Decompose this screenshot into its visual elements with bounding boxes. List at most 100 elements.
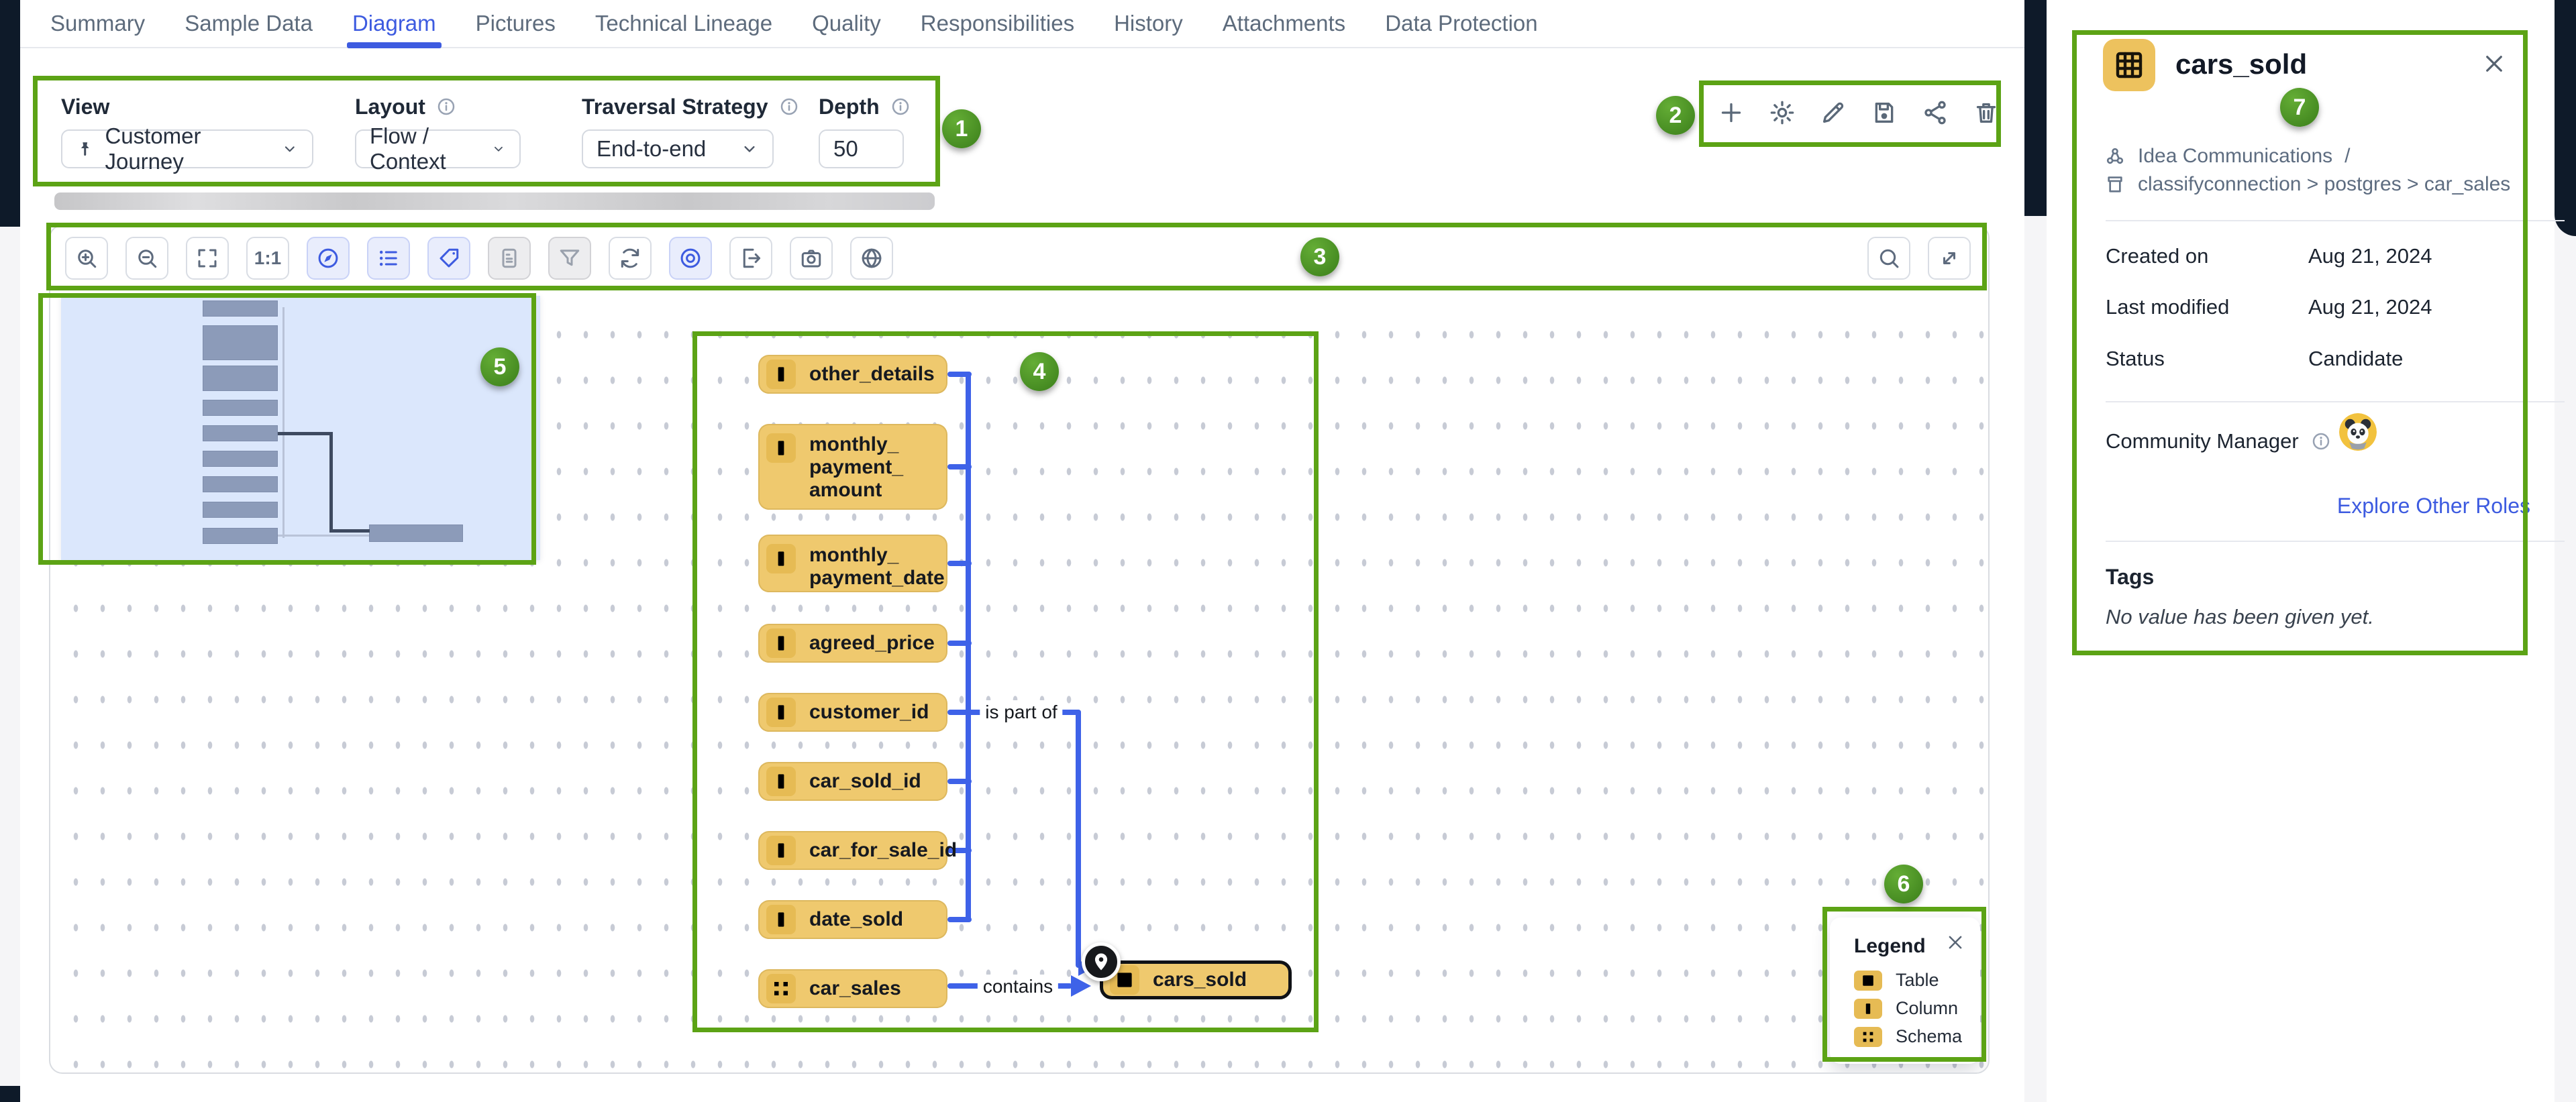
diagram-node-car_sales[interactable]: car_sales bbox=[758, 969, 947, 1008]
diagram-node-monthly_payment_date[interactable]: monthly_ payment_date bbox=[758, 535, 947, 592]
zoom-in-button[interactable] bbox=[65, 237, 108, 280]
sync-icon bbox=[618, 246, 642, 270]
tab-responsibilities[interactable]: Responsibilities bbox=[920, 11, 1075, 36]
traversal-select[interactable]: End-to-end bbox=[582, 129, 774, 168]
close-icon[interactable] bbox=[2481, 51, 2507, 76]
settings-button[interactable] bbox=[1766, 97, 1798, 129]
trash-icon bbox=[1973, 99, 2000, 126]
community-manager-avatar[interactable] bbox=[2339, 413, 2377, 451]
tab-technical-lineage[interactable]: Technical Lineage bbox=[595, 11, 773, 36]
domain-breadcrumb[interactable]: classifyconnection > postgres > car_sale… bbox=[2104, 173, 2510, 196]
edge-arrowhead bbox=[1071, 975, 1091, 997]
zoom-out-button[interactable] bbox=[125, 237, 168, 280]
diagram-node-car_for_sale_id[interactable]: car_for_sale_id bbox=[758, 831, 957, 870]
eye-icon bbox=[678, 246, 703, 270]
horizontal-scrollbar[interactable] bbox=[54, 192, 935, 210]
tab-history[interactable]: History bbox=[1114, 11, 1183, 36]
share-icon bbox=[1922, 99, 1949, 126]
edge-stub bbox=[947, 848, 972, 853]
search-button[interactable] bbox=[1867, 237, 1910, 280]
field-value-created-on: Aug 21, 2024 bbox=[2308, 244, 2432, 268]
info-icon[interactable] bbox=[890, 97, 911, 117]
minimap-connector bbox=[278, 432, 333, 435]
save-view-button[interactable] bbox=[1868, 97, 1900, 129]
add-button[interactable] bbox=[1715, 97, 1747, 129]
expand-icon bbox=[1937, 246, 1961, 270]
tab-attachments[interactable]: Attachments bbox=[1222, 11, 1346, 36]
diagram-toolbar: 1:1 bbox=[65, 237, 893, 280]
field-label-created-on: Created on bbox=[2106, 244, 2209, 268]
community-manager-row: Community Manager bbox=[2106, 429, 2331, 453]
info-icon[interactable] bbox=[779, 97, 799, 117]
info-icon[interactable] bbox=[2311, 431, 2331, 451]
tab-pictures[interactable]: Pictures bbox=[475, 11, 556, 36]
schema-icon bbox=[1854, 1026, 1882, 1047]
diagram-toolbar-right bbox=[1867, 237, 1971, 280]
tag-icon bbox=[437, 246, 461, 270]
export-icon bbox=[739, 246, 763, 270]
node-list-button[interactable] bbox=[367, 237, 410, 280]
layout-label: Layout bbox=[355, 95, 521, 119]
column-icon bbox=[766, 836, 796, 865]
depth-input[interactable]: 50 bbox=[819, 129, 904, 168]
diagram-node-date_sold[interactable]: date_sold bbox=[758, 900, 947, 939]
view-control: View Customer Journey bbox=[61, 95, 313, 174]
export-button[interactable] bbox=[729, 237, 772, 280]
snapshot-button[interactable] bbox=[790, 237, 833, 280]
legend-item-schema: Schema bbox=[1854, 1026, 1980, 1047]
node-label: customer_id bbox=[809, 701, 929, 723]
info-icon[interactable] bbox=[436, 97, 456, 117]
community-breadcrumb[interactable]: Idea Communications / bbox=[2104, 145, 2351, 168]
depth-label: Depth bbox=[819, 95, 911, 119]
minimap-node-bar bbox=[203, 476, 278, 492]
tab-diagram[interactable]: Diagram bbox=[346, 0, 442, 48]
diagram-node-agreed_price[interactable]: agreed_price bbox=[758, 624, 947, 663]
chevron-down-icon bbox=[281, 140, 299, 158]
community-icon bbox=[2104, 146, 2126, 167]
search-icon bbox=[1877, 246, 1901, 270]
table-icon bbox=[2103, 39, 2155, 91]
fullscreen-button[interactable] bbox=[1928, 237, 1971, 280]
minimap[interactable] bbox=[61, 296, 540, 560]
share-button[interactable] bbox=[1919, 97, 1951, 129]
node-label: monthly_ payment_date bbox=[809, 544, 945, 589]
diagram-node-monthly_payment_amount[interactable]: monthly_ payment_ amount bbox=[758, 424, 947, 510]
delete-button[interactable] bbox=[1970, 97, 2002, 129]
edge-stub bbox=[947, 464, 972, 470]
tab-quality[interactable]: Quality bbox=[812, 11, 881, 36]
floppy-icon bbox=[1871, 99, 1898, 126]
field-label-last-modified: Last modified bbox=[2106, 295, 2230, 319]
column-icon bbox=[766, 628, 796, 658]
tags-button[interactable] bbox=[427, 237, 470, 280]
card-icon bbox=[497, 246, 521, 270]
view-select[interactable]: Customer Journey bbox=[61, 123, 313, 174]
tab-summary[interactable]: Summary bbox=[50, 11, 146, 36]
layout-select[interactable]: Flow / Context bbox=[355, 123, 521, 174]
actual-size-button[interactable]: 1:1 bbox=[246, 237, 289, 280]
diagram-node-customer_id[interactable]: customer_id bbox=[758, 693, 947, 732]
explore-other-roles-link[interactable]: Explore Other Roles bbox=[2336, 494, 2530, 518]
location-pin-icon bbox=[1082, 942, 1121, 981]
tags-heading: Tags bbox=[2106, 565, 2155, 589]
tab-sample-data[interactable]: Sample Data bbox=[185, 11, 313, 36]
refresh-button[interactable] bbox=[609, 237, 652, 280]
diagram-page: Summary Sample Data Diagram Pictures Technic… bbox=[20, 0, 2024, 1102]
column-icon bbox=[1854, 998, 1882, 1019]
edit-button[interactable] bbox=[1817, 97, 1849, 129]
web-view-button[interactable] bbox=[850, 237, 893, 280]
tab-data-protection[interactable]: Data Protection bbox=[1385, 11, 1538, 36]
diagram-node-car_sold_id[interactable]: car_sold_id bbox=[758, 762, 947, 801]
compass-button[interactable] bbox=[307, 237, 350, 280]
focus-mode-button[interactable] bbox=[669, 237, 712, 280]
pencil-icon bbox=[1820, 99, 1847, 126]
diagram-node-cars_sold[interactable]: cars_sold bbox=[1100, 960, 1292, 999]
edge-stub bbox=[947, 641, 972, 646]
fit-to-screen-button[interactable] bbox=[186, 237, 229, 280]
column-icon bbox=[766, 767, 796, 796]
edge-is-part-of-vertical bbox=[1076, 710, 1081, 968]
diagram-node-other_details[interactable]: other_details bbox=[758, 355, 947, 394]
node-label: agreed_price bbox=[809, 632, 935, 654]
close-icon[interactable] bbox=[1945, 932, 1965, 952]
